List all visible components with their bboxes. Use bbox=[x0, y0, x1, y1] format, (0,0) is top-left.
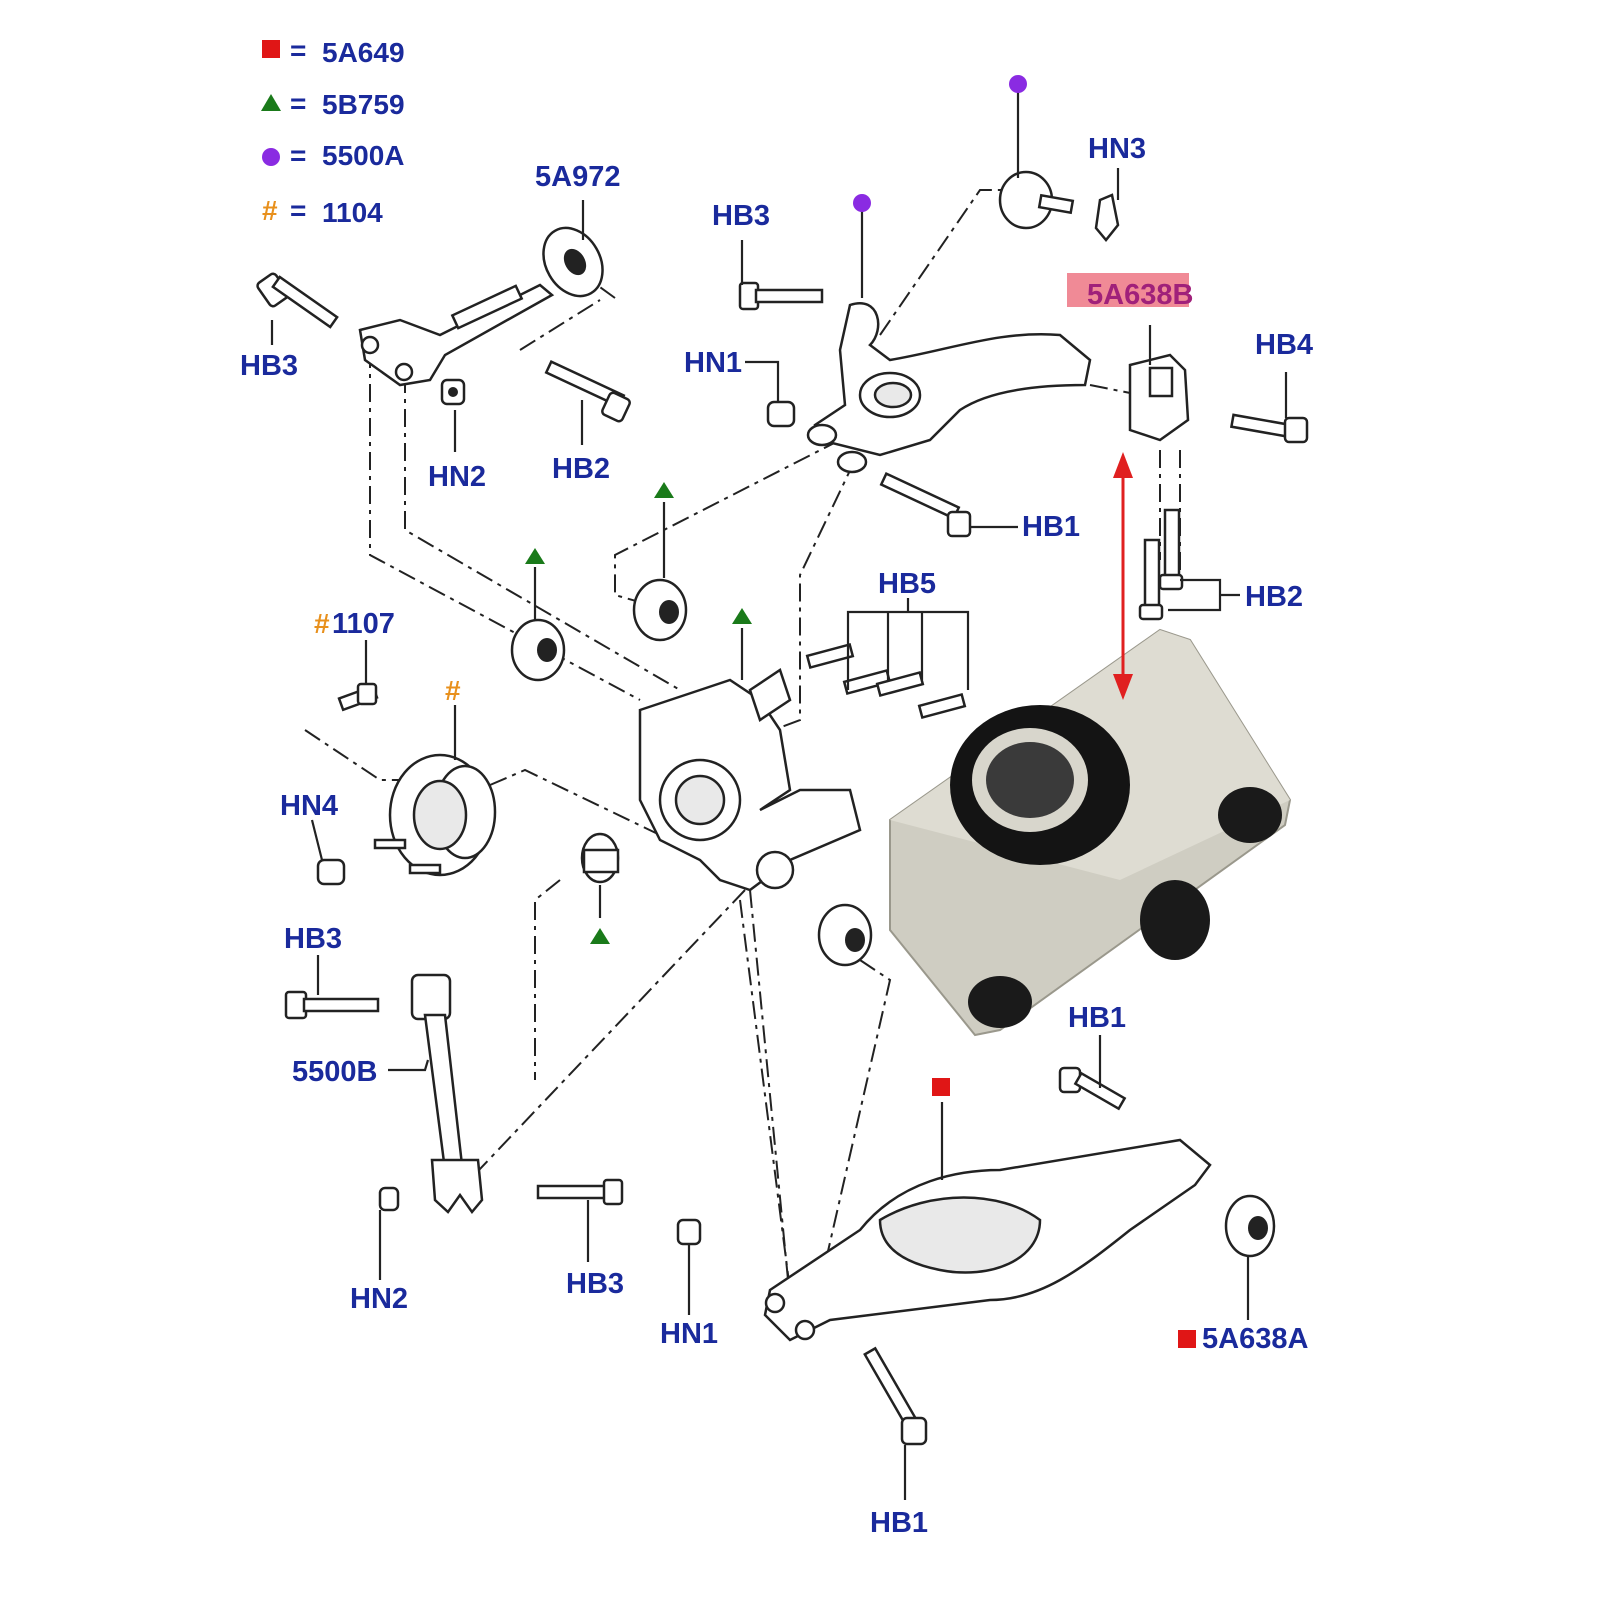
upper-link-5a972 bbox=[358, 226, 604, 387]
label-hb5: HB5 bbox=[878, 568, 936, 600]
red-double-arrow bbox=[1113, 452, 1133, 700]
legend-code-5a649: 5A649 bbox=[322, 37, 405, 68]
nut-hn2-top bbox=[440, 378, 466, 406]
lower-control-arm bbox=[763, 1138, 1212, 1342]
label-hb2-right: HB2 bbox=[1245, 581, 1303, 613]
markers: # # bbox=[314, 75, 1196, 1348]
green-triangle-icon bbox=[654, 482, 674, 498]
bolt-1107 bbox=[337, 682, 379, 712]
red-square-icon bbox=[1178, 1330, 1196, 1348]
legend-green-triangle-icon bbox=[261, 94, 281, 111]
label-hb1-lower-arm: HB1 bbox=[1068, 1002, 1126, 1034]
label-hb2-top: HB2 bbox=[552, 453, 610, 485]
legend-code-5b759: 5B759 bbox=[322, 89, 405, 120]
bushing-lower-right-small bbox=[817, 903, 873, 967]
bolts-hb5 bbox=[805, 642, 967, 720]
bolt-hb3-bottom bbox=[536, 1178, 624, 1206]
green-triangle-icon bbox=[525, 548, 545, 564]
bolts-hb2-right bbox=[1138, 508, 1184, 621]
label-hb1-upper: HB1 bbox=[1022, 511, 1080, 543]
bolt-hb4 bbox=[1229, 413, 1309, 444]
bushing-5a638a bbox=[1224, 1194, 1276, 1258]
label-hb3-left: HB3 bbox=[284, 923, 342, 955]
legend-eq-4: = bbox=[290, 195, 306, 226]
legend-eq-1: = bbox=[290, 35, 306, 66]
bushing-5b759-lower bbox=[580, 832, 620, 884]
purple-circle-icon bbox=[1009, 75, 1027, 93]
label-hn4: HN4 bbox=[280, 790, 338, 822]
bolt-hb1-bottom bbox=[863, 1346, 928, 1446]
label-hb3-upper-center: HB3 bbox=[712, 200, 770, 232]
label-hb3-top-left: HB3 bbox=[240, 350, 298, 382]
label-hb3-bottom: HB3 bbox=[566, 1268, 624, 1300]
label-hb4: HB4 bbox=[1255, 329, 1313, 361]
label-1107: 1107 bbox=[332, 608, 395, 640]
label-hn1-upper: HN1 bbox=[684, 347, 742, 379]
orange-hash-icon: # bbox=[445, 675, 461, 706]
nut-hn1-upper bbox=[766, 400, 796, 428]
bushing-upper-arm-top bbox=[998, 170, 1120, 242]
nut-hn2-bottom bbox=[378, 1186, 400, 1212]
green-triangle-icon bbox=[590, 928, 610, 944]
legend-purple-circle-icon bbox=[262, 148, 280, 166]
highlight-box-5a638b bbox=[1067, 273, 1189, 307]
upper-control-arm bbox=[806, 302, 1092, 474]
label-hn3: HN3 bbox=[1088, 133, 1146, 165]
legend-eq-2: = bbox=[290, 88, 306, 119]
purple-circle-icon bbox=[853, 194, 871, 212]
green-triangle-icon bbox=[732, 608, 752, 624]
toe-link-5500b bbox=[410, 973, 484, 1215]
bolt-hb3-top-left bbox=[256, 272, 339, 329]
bolt-hb3-left bbox=[284, 990, 380, 1020]
hub-bearing-1104 bbox=[373, 753, 497, 877]
label-hb1-bottom: HB1 bbox=[870, 1507, 928, 1539]
labels: 5A972 HB3 HN2 HB2 HB3 HN3 HN1 5A638B HB4… bbox=[240, 133, 1313, 1539]
knuckle bbox=[638, 668, 862, 892]
legend: = 5A649 = 5B759 = 5500A # = 1104 bbox=[261, 35, 405, 228]
legend-eq-3: = bbox=[290, 140, 306, 171]
orange-hash-icon: # bbox=[314, 608, 330, 639]
legend-red-square-icon bbox=[262, 40, 280, 58]
nut-hn1-lower bbox=[676, 1218, 702, 1246]
label-hn1-lower: HN1 bbox=[660, 1318, 718, 1350]
bolt-hb2-top bbox=[544, 359, 631, 423]
leader-lines bbox=[270, 92, 1288, 1500]
legend-code-1104: 1104 bbox=[322, 197, 383, 228]
label-5a638a: 5A638A bbox=[1202, 1323, 1308, 1355]
label-5500b: 5500B bbox=[292, 1056, 377, 1088]
label-hn2-top: HN2 bbox=[428, 461, 486, 493]
nut-hn4 bbox=[316, 858, 346, 886]
bolt-hb1-lower-arm bbox=[1058, 1066, 1127, 1111]
bushing-5a638b-small bbox=[1128, 353, 1190, 442]
bolt-hb3-upper-center bbox=[738, 281, 824, 311]
bushing-detail-large bbox=[889, 628, 1292, 1037]
legend-code-5500a: 5500A bbox=[322, 140, 405, 171]
bushing-5b759-upper bbox=[632, 578, 688, 642]
red-square-icon bbox=[932, 1078, 950, 1096]
bushing-5b759-left bbox=[510, 618, 566, 682]
label-5a972: 5A972 bbox=[535, 161, 620, 193]
label-hn2-bottom: HN2 bbox=[350, 1283, 408, 1315]
legend-orange-hash-icon: # bbox=[262, 195, 278, 226]
bolt-hb1-upper bbox=[879, 471, 972, 538]
label-5a638b: 5A638B bbox=[1087, 279, 1193, 311]
